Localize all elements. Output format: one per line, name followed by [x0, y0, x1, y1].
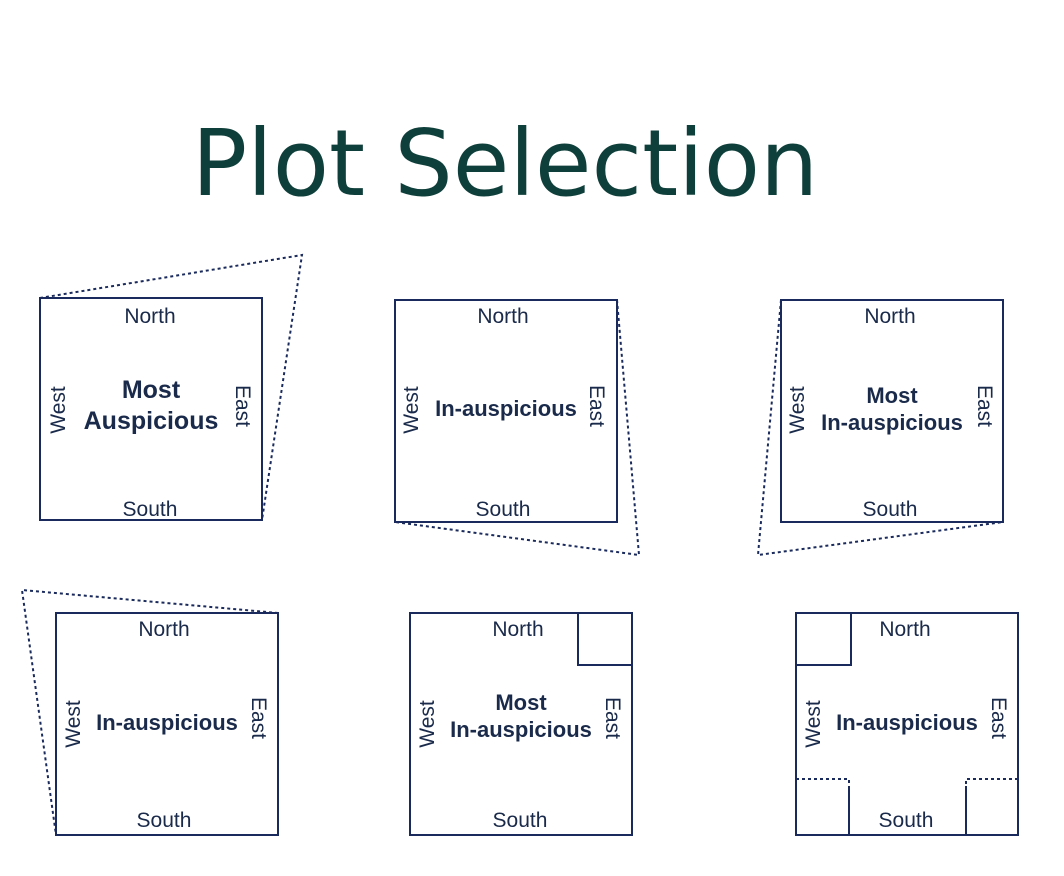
plot-5: North South West East Most In-auspicious	[409, 612, 633, 836]
west-label: West	[47, 386, 70, 434]
extension-dotted-line	[394, 299, 641, 557]
south-label: South	[879, 809, 934, 832]
corner-cut-south-west	[796, 778, 850, 835]
east-label: East	[973, 385, 996, 427]
east-label: East	[601, 697, 624, 739]
corner-cut-north-east	[577, 613, 632, 666]
north-label: North	[477, 305, 528, 328]
page-title: Plot Selection	[191, 110, 819, 217]
east-label: East	[987, 697, 1010, 739]
north-label: North	[138, 618, 189, 641]
plot-boundary	[409, 612, 633, 836]
west-label: West	[400, 386, 423, 434]
plot-boundary	[55, 612, 279, 836]
south-label: South	[123, 498, 178, 521]
corner-cut-south-east	[965, 778, 1018, 835]
north-label: North	[864, 305, 915, 328]
plot-label: In-auspicious	[836, 710, 978, 735]
north-label: North	[879, 618, 930, 641]
plot-6: North South West East In-auspicious	[795, 612, 1019, 836]
plot-label: In-auspicious	[435, 396, 577, 421]
south-label: South	[493, 809, 548, 832]
east-label: East	[247, 697, 270, 739]
extension-dotted-line	[20, 588, 279, 836]
plot-label-line-2: In-auspicious	[450, 717, 592, 742]
plot-2: North South West East In-auspicious	[394, 299, 641, 557]
extension-dotted-line	[39, 253, 304, 521]
plot-boundary	[780, 299, 1004, 523]
plot-boundary	[39, 297, 263, 521]
west-label: West	[416, 700, 439, 748]
plot-boundary	[394, 299, 618, 523]
plot-1: North South West East Most Auspicious	[39, 253, 304, 521]
plot-label-line-1: Most	[866, 383, 918, 408]
west-label: West	[802, 700, 825, 748]
west-label: West	[62, 700, 85, 748]
south-label: South	[863, 498, 918, 521]
plot-label-line-1: Most	[122, 376, 181, 404]
west-label: West	[786, 386, 809, 434]
plot-4: North South West East In-auspicious	[20, 588, 279, 836]
corner-cut-north-west	[796, 613, 852, 666]
north-label: North	[492, 618, 543, 641]
south-label: South	[137, 809, 192, 832]
plot-boundary	[795, 612, 1019, 836]
extension-dotted-line	[756, 299, 1004, 557]
plot-label: In-auspicious	[96, 710, 238, 735]
plot-label-line-2: Auspicious	[84, 407, 219, 435]
north-label: North	[124, 305, 175, 328]
south-label: South	[476, 498, 531, 521]
plot-label-line-2: In-auspicious	[821, 410, 963, 435]
east-label: East	[585, 385, 608, 427]
east-label: East	[231, 385, 254, 427]
plot-label-line-1: Most	[495, 690, 547, 715]
plot-3: North South West East Most In-auspicious	[756, 299, 1004, 557]
